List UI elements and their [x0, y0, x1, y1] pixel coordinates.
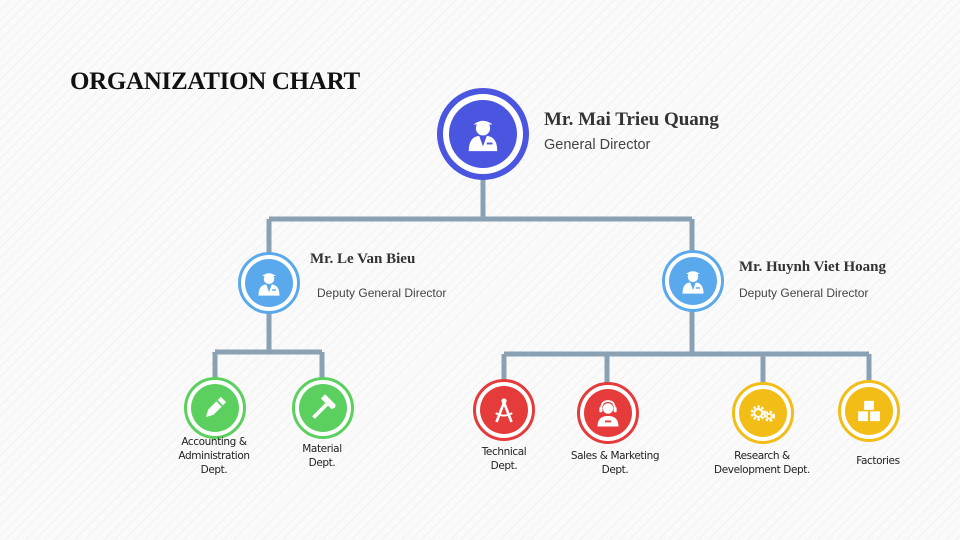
dept-label-factories: Factories [856, 455, 900, 467]
deputy-right-name: Mr. Huynh Viet Hoang [739, 259, 886, 275]
deputy-node-left[interactable] [238, 252, 300, 314]
boxes-icon [857, 400, 881, 422]
headset-person-icon [597, 400, 619, 427]
connector-right-deputy-to-depts [501, 306, 872, 385]
person-icon [258, 273, 280, 296]
hammer-icon [312, 394, 336, 419]
dept-label-research-development: Research &Development Dept. [714, 450, 810, 476]
page-title: ORGANIZATION CHART [70, 68, 360, 95]
deputy-left-name: Mr. Le Van Bieu [310, 251, 416, 267]
deputy-node-right[interactable] [662, 250, 724, 312]
pencil-icon [205, 396, 227, 418]
dept-node-research-development[interactable] [732, 382, 794, 444]
connector-left-deputy-to-depts [212, 306, 325, 382]
person-icon [468, 120, 498, 152]
dept-node-factories[interactable] [838, 380, 900, 442]
dept-node-accounting[interactable] [184, 377, 246, 439]
dept-node-sales-marketing[interactable] [577, 382, 639, 444]
deputy-left-role: Deputy General Director [317, 286, 447, 300]
gears-icon [750, 405, 775, 422]
person-icon [682, 271, 704, 294]
general-director-role: General Director [544, 137, 651, 153]
dept-node-material[interactable] [292, 377, 354, 439]
dept-node-technical[interactable] [473, 379, 535, 441]
deputy-right-role: Deputy General Director [739, 286, 869, 300]
compass-icon [495, 398, 513, 423]
general-director-node[interactable] [437, 88, 529, 180]
general-director-name: Mr. Mai Trieu Quang [544, 109, 719, 130]
connector-director-to-deputies [266, 170, 695, 255]
